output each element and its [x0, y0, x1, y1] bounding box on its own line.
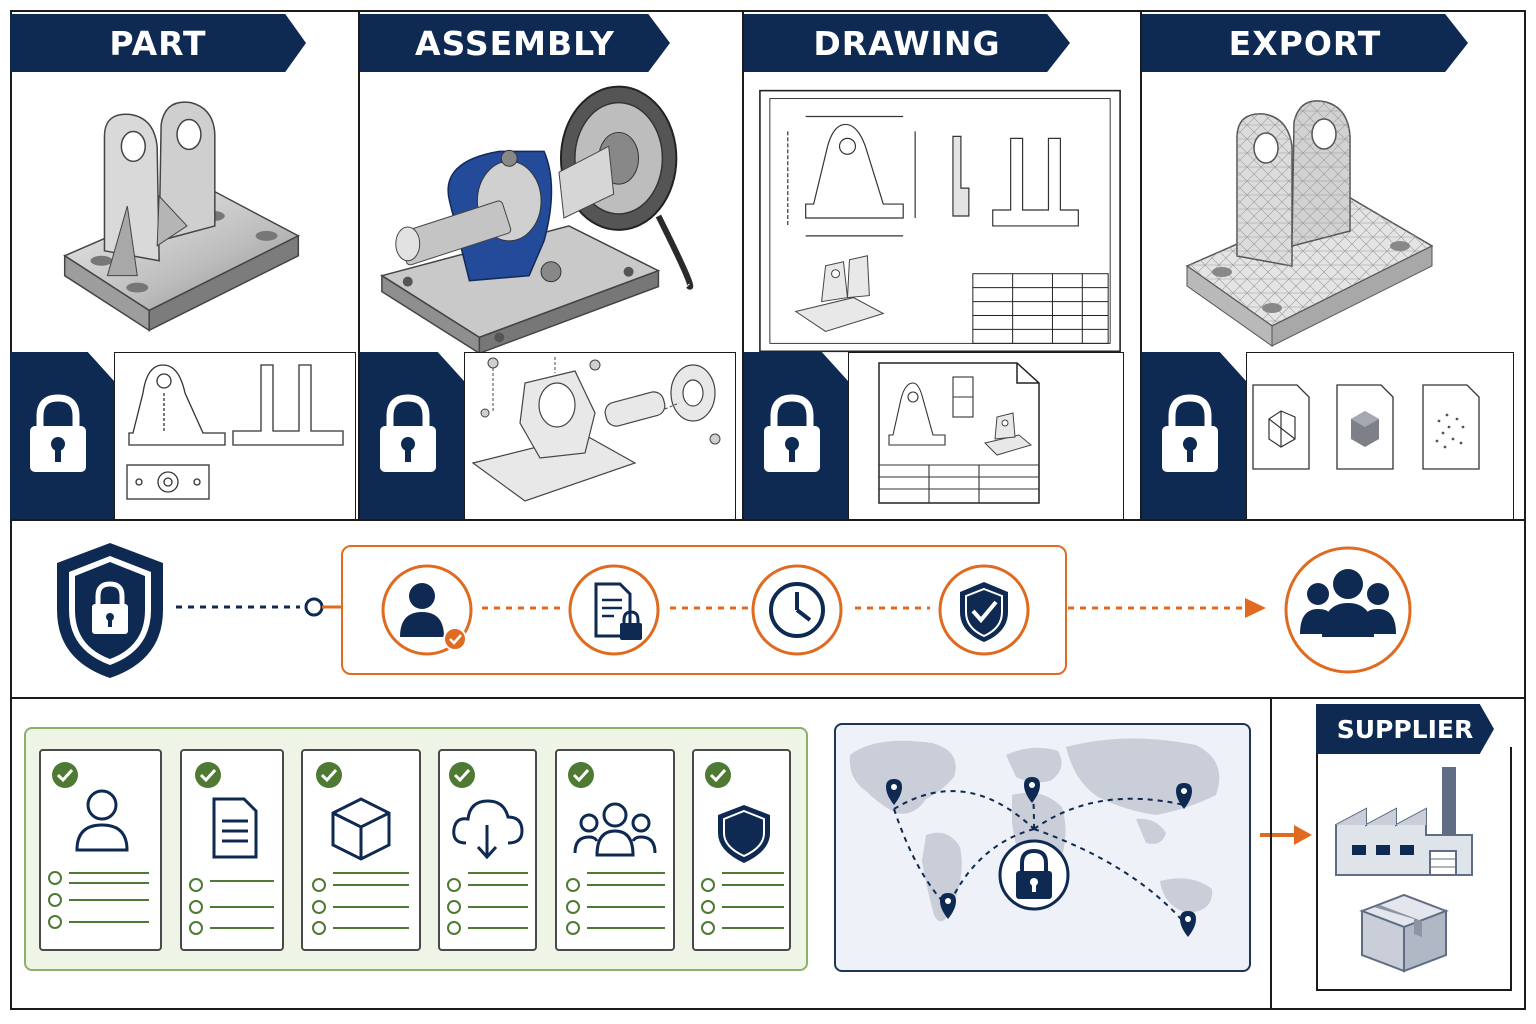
- stage-export-label: EXPORT: [1228, 23, 1382, 63]
- orthographic-drawing: [126, 364, 344, 500]
- stage-part-label: PART: [109, 23, 207, 63]
- world-map-panel: [834, 723, 1251, 972]
- file-wireframe-icon: [1252, 384, 1310, 470]
- check-icon: [449, 762, 475, 788]
- checklist-card: [301, 749, 421, 951]
- stage-export-ribbon: EXPORT: [1142, 14, 1468, 72]
- checklist-card-graphic: [312, 762, 409, 935]
- locked-document-icon: [568, 564, 660, 656]
- checklist-card-graphic: [447, 762, 528, 935]
- package-box-icon: [1359, 893, 1449, 973]
- stage-drawing-label: DRAWING: [813, 23, 1001, 63]
- user-icon: [75, 789, 129, 852]
- checklist-card: [555, 749, 675, 951]
- exploded-assembly-view: [464, 352, 736, 519]
- group-icon: [1284, 546, 1412, 674]
- check-icon: [316, 762, 342, 788]
- user-verified-icon: [381, 564, 473, 656]
- clock-icon: [751, 564, 843, 656]
- cloud-download-icon: [452, 799, 524, 860]
- flow-arrow-head: [1245, 598, 1266, 618]
- stage-drawing-ribbon: DRAWING: [744, 14, 1070, 72]
- padlock-icon: [1162, 394, 1218, 472]
- check-icon: [195, 762, 221, 788]
- supplier-card: [1316, 747, 1512, 991]
- factory-icon: [1335, 767, 1473, 876]
- mesh-part-render: [1185, 100, 1434, 347]
- map-pins: [886, 777, 1196, 937]
- engineering-drawing-sheet: [759, 89, 1121, 353]
- security-flow-row: [10, 519, 1526, 699]
- check-icon: [705, 762, 731, 788]
- connector-node: [304, 597, 324, 617]
- checklist-card-graphic: [189, 762, 274, 935]
- pillow-block-assembly-render: [380, 85, 694, 355]
- supplier-arrow-icon: [1260, 825, 1312, 845]
- lock-badge: [360, 352, 468, 519]
- part-orthographic-views: [114, 352, 356, 519]
- checklist-card: [438, 749, 537, 951]
- checklist-card-graphic: [48, 762, 149, 929]
- shield-check-icon: [938, 564, 1030, 656]
- world-map-lock-icon: [849, 738, 1220, 937]
- security-flow: [57, 543, 1412, 678]
- padlock-icon: [30, 394, 86, 472]
- shield-lock-icon: [57, 543, 163, 678]
- supplier-graphics: [1335, 767, 1473, 973]
- supplier-label: SUPPLIER: [1336, 714, 1474, 744]
- padlock-icon: [764, 394, 820, 472]
- supplier-divider: [1270, 699, 1272, 1010]
- lock-badge: [1142, 352, 1250, 519]
- checklist-card: [180, 749, 284, 951]
- drawing-file-icon: [878, 362, 1040, 504]
- padlock-icon: [380, 394, 436, 472]
- document-icon: [212, 797, 258, 859]
- shield-icon: [718, 805, 770, 863]
- stage-part: PART: [10, 10, 360, 519]
- stage-part-ribbon: PART: [10, 14, 306, 72]
- supplier-ribbon: SUPPLIER: [1316, 704, 1494, 754]
- stage-drawing: DRAWING: [744, 10, 1142, 519]
- cube-icon: [331, 797, 391, 861]
- check-icon: [568, 762, 594, 788]
- lock-badge: [744, 352, 852, 519]
- exploded-drawing: [471, 357, 721, 502]
- team-icon: [573, 802, 657, 857]
- export-files-group: [1252, 384, 1480, 470]
- stage-assembly: ASSEMBLY: [360, 10, 744, 519]
- lock-badge: [10, 352, 118, 519]
- stage-export: EXPORT: [1142, 10, 1526, 519]
- checklist-card-graphic: [701, 762, 784, 935]
- verification-steps-box: [341, 545, 1067, 675]
- check-icon: [52, 762, 78, 788]
- file-pointcloud-icon: [1422, 384, 1480, 470]
- stage-assembly-ribbon: ASSEMBLY: [360, 14, 670, 72]
- file-solid-icon: [1336, 384, 1394, 470]
- bracket-part-render: [63, 101, 300, 332]
- checklist-card: [692, 749, 791, 951]
- checklist-card: [39, 749, 162, 951]
- export-file-formats: [1246, 352, 1514, 519]
- stage-assembly-label: ASSEMBLY: [415, 23, 615, 63]
- checklist-card-graphic: [566, 762, 665, 935]
- drawing-file-document: [848, 352, 1124, 519]
